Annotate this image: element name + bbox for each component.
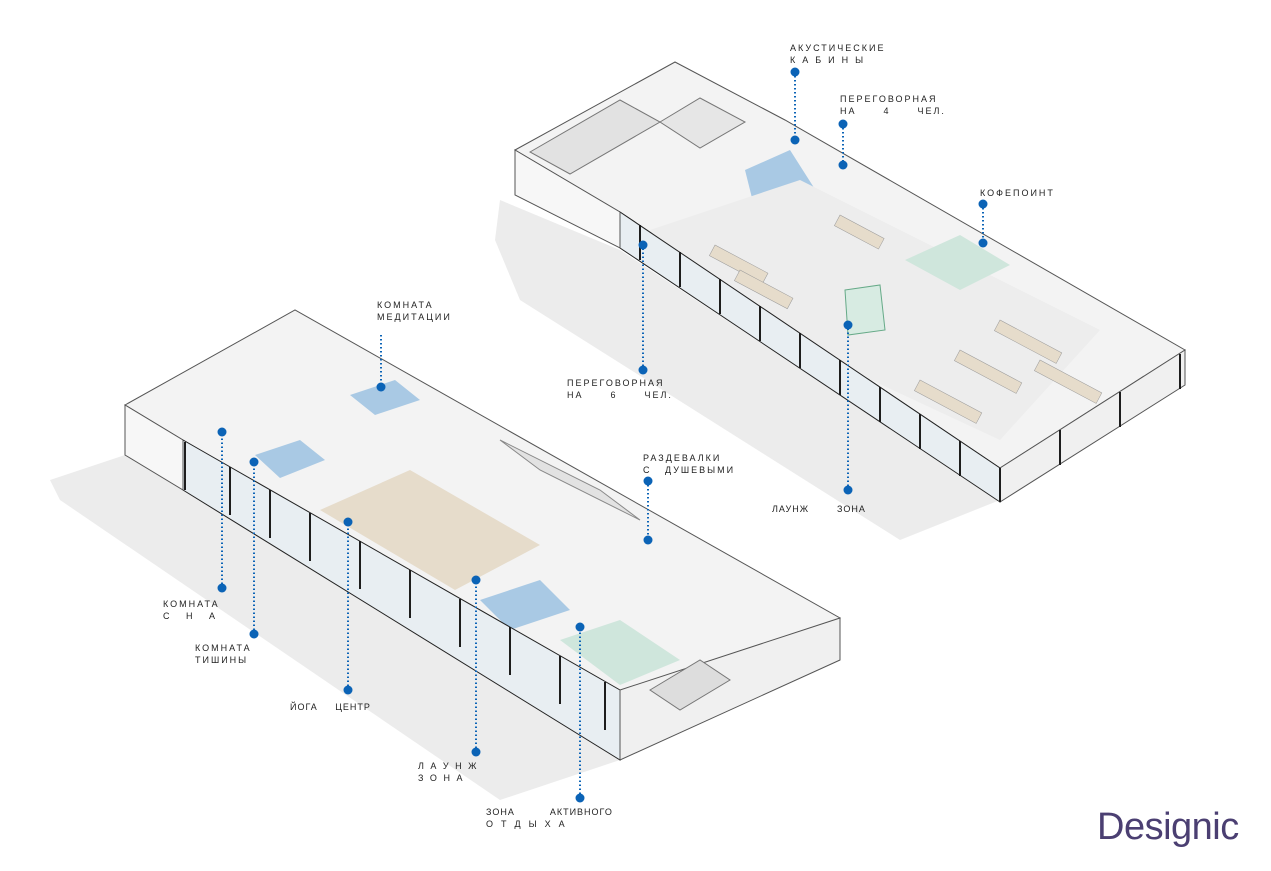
right-building-shadow bbox=[495, 200, 1000, 540]
marker-dot bbox=[838, 160, 848, 170]
meditation-floor bbox=[350, 380, 420, 415]
label-line: КАБИНЫ bbox=[790, 55, 871, 65]
marker-dot bbox=[471, 575, 481, 585]
label-locker-rooms: РАЗДЕВАЛКИ С ДУШЕВЫМИ bbox=[643, 452, 735, 476]
label-meeting-room-4: ПЕРЕГОВОРНАЯ НА 4 ЧЕЛ. bbox=[840, 93, 946, 117]
label-line: КОМНАТА bbox=[195, 643, 252, 653]
label-line: С Н А bbox=[163, 611, 223, 621]
label-line: С ДУШЕВЫМИ bbox=[643, 465, 736, 475]
left-building-shadow bbox=[50, 455, 620, 800]
label-meditation-room: КОМНАТА МЕДИТАЦИИ bbox=[377, 299, 452, 323]
label-line: РАЗДЕВАЛКИ bbox=[643, 453, 722, 463]
label-line: АКУСТИЧЕСКИЕ bbox=[790, 43, 886, 53]
marker-dot-yoga bbox=[343, 685, 353, 695]
label-line: О Т Д Ы Х А bbox=[486, 819, 566, 829]
marker-dot bbox=[643, 535, 653, 545]
marker-dot-sleep bbox=[217, 583, 227, 593]
marker-dot-silence bbox=[249, 629, 259, 639]
marker-dot-coffee bbox=[978, 199, 988, 209]
sleep-floor bbox=[255, 440, 325, 478]
left-building bbox=[124, 309, 842, 761]
marker-dot bbox=[343, 517, 353, 527]
label-line: ПЕРЕГОВОРНАЯ bbox=[840, 94, 938, 104]
label-line: МЕДИТАЦИИ bbox=[377, 312, 452, 322]
marker-dot bbox=[978, 238, 988, 248]
marker-dot bbox=[249, 457, 259, 467]
marker-dot bbox=[790, 135, 800, 145]
label-line: НА 6 ЧЕЛ. bbox=[567, 390, 673, 400]
coffee-point-floor bbox=[905, 235, 1010, 290]
marker-dot-acoustic bbox=[790, 67, 800, 77]
label-coffee-point: КОФЕПОИНТ bbox=[980, 188, 1055, 198]
label-sleep-room: КОМНАТА С Н А bbox=[163, 598, 222, 622]
label-line: ЗОНА АКТИВНОГО bbox=[486, 807, 613, 817]
label-line: ПЕРЕГОВОРНАЯ bbox=[567, 378, 665, 388]
marker-dot-lounge-left bbox=[471, 747, 481, 757]
label-line: Л А У Н Ж bbox=[418, 761, 479, 771]
label-yoga-center: ЙОГА ЦЕНТР bbox=[290, 702, 371, 712]
label-silence-room: КОМНАТА ТИШИНЫ bbox=[195, 642, 252, 666]
marker-dot-lockers bbox=[643, 476, 653, 486]
label-line: КОМНАТА bbox=[377, 300, 434, 310]
marker-dot-meditation bbox=[376, 382, 386, 392]
marker-leaders bbox=[221, 72, 984, 798]
marker-dot bbox=[217, 427, 227, 437]
label-line: ТИШИНЫ bbox=[195, 655, 249, 665]
label-line: КОМНАТА bbox=[163, 599, 220, 609]
label-acoustic-booths: АКУСТИЧЕСКИЕ КАБИНЫ bbox=[790, 42, 885, 66]
marker-dot-lounge-right bbox=[843, 485, 853, 495]
marker-dot bbox=[638, 240, 648, 250]
lounge-glass-cylinder bbox=[844, 284, 886, 336]
right-building bbox=[513, 61, 1186, 503]
label-active-rest: ЗОНА АКТИВНОГО О Т Д Ы Х А bbox=[486, 806, 613, 830]
label-line: З О Н А bbox=[418, 773, 465, 783]
marker-dot-active-rest bbox=[575, 793, 585, 803]
marker-dot-meeting-4 bbox=[838, 119, 848, 129]
marker-dot bbox=[575, 622, 585, 632]
label-line: НА 4 ЧЕЛ. bbox=[840, 106, 946, 116]
label-lounge-right: ЛАУНЖ ЗОНА bbox=[772, 504, 866, 514]
marker-dot-meeting-6 bbox=[638, 365, 648, 375]
yoga-floor bbox=[320, 470, 540, 590]
label-meeting-room-6: ПЕРЕГОВОРНАЯ НА 6 ЧЕЛ. bbox=[567, 377, 673, 401]
label-lounge-left: Л А У Н Ж З О Н А bbox=[418, 760, 478, 784]
marker-dot bbox=[843, 320, 853, 330]
active-rest-floor bbox=[560, 620, 680, 685]
lounge-floor bbox=[480, 580, 570, 630]
designic-logo: Designic bbox=[1097, 806, 1239, 848]
